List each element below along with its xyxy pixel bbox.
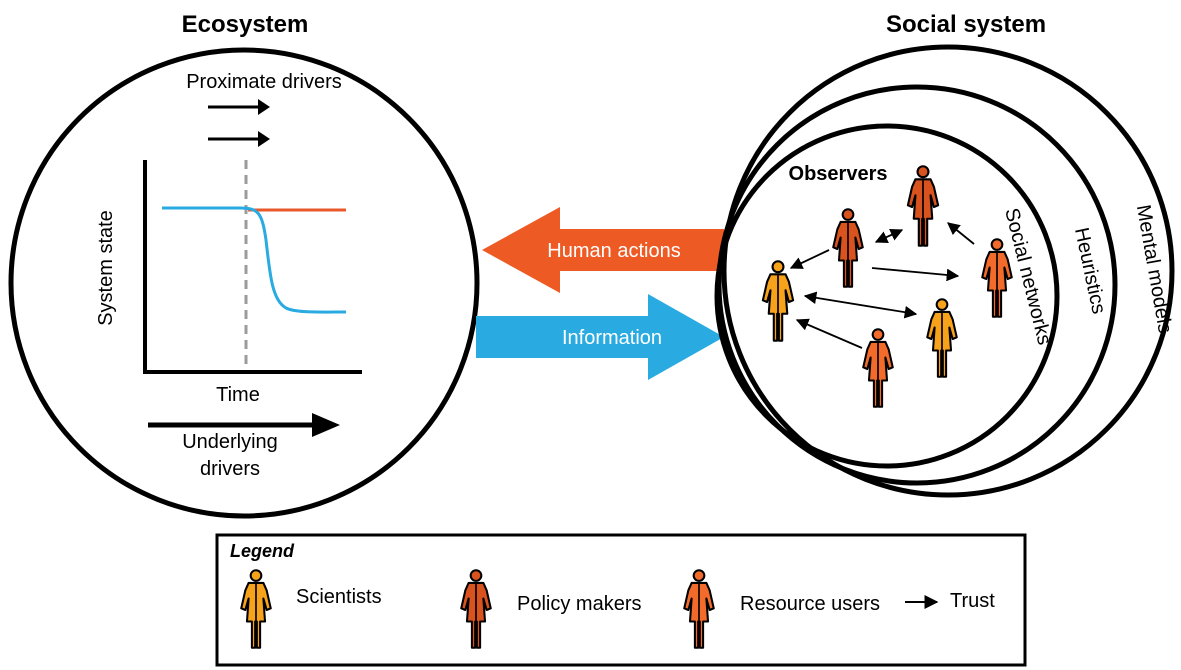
legend-trust-label: Trust [950, 590, 995, 612]
legend-policy-makers-label: Policy makers [517, 593, 641, 615]
information-arrow-shape [476, 294, 724, 380]
legend-resource-user-icon [682, 568, 716, 649]
underlying-driver-arrow [148, 413, 340, 437]
ecosystem-circle [8, 47, 480, 519]
mental-models-circle [721, 44, 1175, 498]
mental-models-label: Mental models [1132, 203, 1176, 335]
social-system-title: Social system [886, 11, 1046, 38]
legend-scientist-icon [239, 568, 273, 649]
trust-arrow-pm1-ru1 [871, 267, 960, 282]
information-label: Information [562, 327, 662, 349]
trust-arrow-pm1-pm2 [874, 229, 904, 243]
legend-title: Legend [230, 541, 295, 561]
human-actions-label: Human actions [547, 240, 680, 262]
trust-network [789, 222, 975, 349]
resource-user-icon-2 [861, 327, 895, 408]
proximate-driver-arrow-2-head [258, 131, 270, 147]
human-actions-arrow: Human actions [482, 207, 724, 293]
human-actions-arrow-shape [482, 207, 724, 293]
scientist-icon-1 [761, 260, 795, 342]
x-axis-label: Time [216, 384, 260, 406]
trust-arrow-ru2-sci1 [795, 318, 863, 349]
social-networks-circle [714, 123, 1060, 469]
y-axis-label: System state [95, 210, 117, 326]
underlying-drivers-label-2: drivers [200, 458, 260, 480]
proximate-driver-arrows [208, 99, 270, 147]
legend-resource-users-label: Resource users [740, 593, 880, 615]
system-state-plot: System state Time [95, 160, 362, 406]
proximate-drivers-label: Proximate drivers [186, 71, 342, 93]
state-transition-line [162, 206, 347, 314]
policy-maker-icon-2 [906, 165, 940, 247]
proximate-driver-arrow-1-head [258, 99, 270, 115]
underlying-driver-head [312, 413, 340, 437]
observers-label: Observers [789, 163, 888, 185]
trust-arrow-pm1-sci1 [789, 249, 830, 269]
heuristics-label: Heuristics [1070, 226, 1110, 316]
trust-arrow-ru1-pm2 [947, 222, 975, 245]
legend-policy-maker-icon [459, 568, 493, 649]
scientist-icon-2 [925, 297, 959, 378]
legend-box [215, 533, 1027, 667]
trust-arrow-sci1-sci2 [803, 291, 918, 319]
policy-maker-icon-1 [831, 207, 865, 288]
information-arrow: Information [476, 294, 724, 380]
underlying-drivers-label-1: Underlying [182, 431, 278, 453]
legend-scientists-label: Scientists [296, 586, 382, 608]
ecosystem-title: Ecosystem [182, 11, 309, 38]
resource-user-icon-1 [981, 238, 1013, 318]
